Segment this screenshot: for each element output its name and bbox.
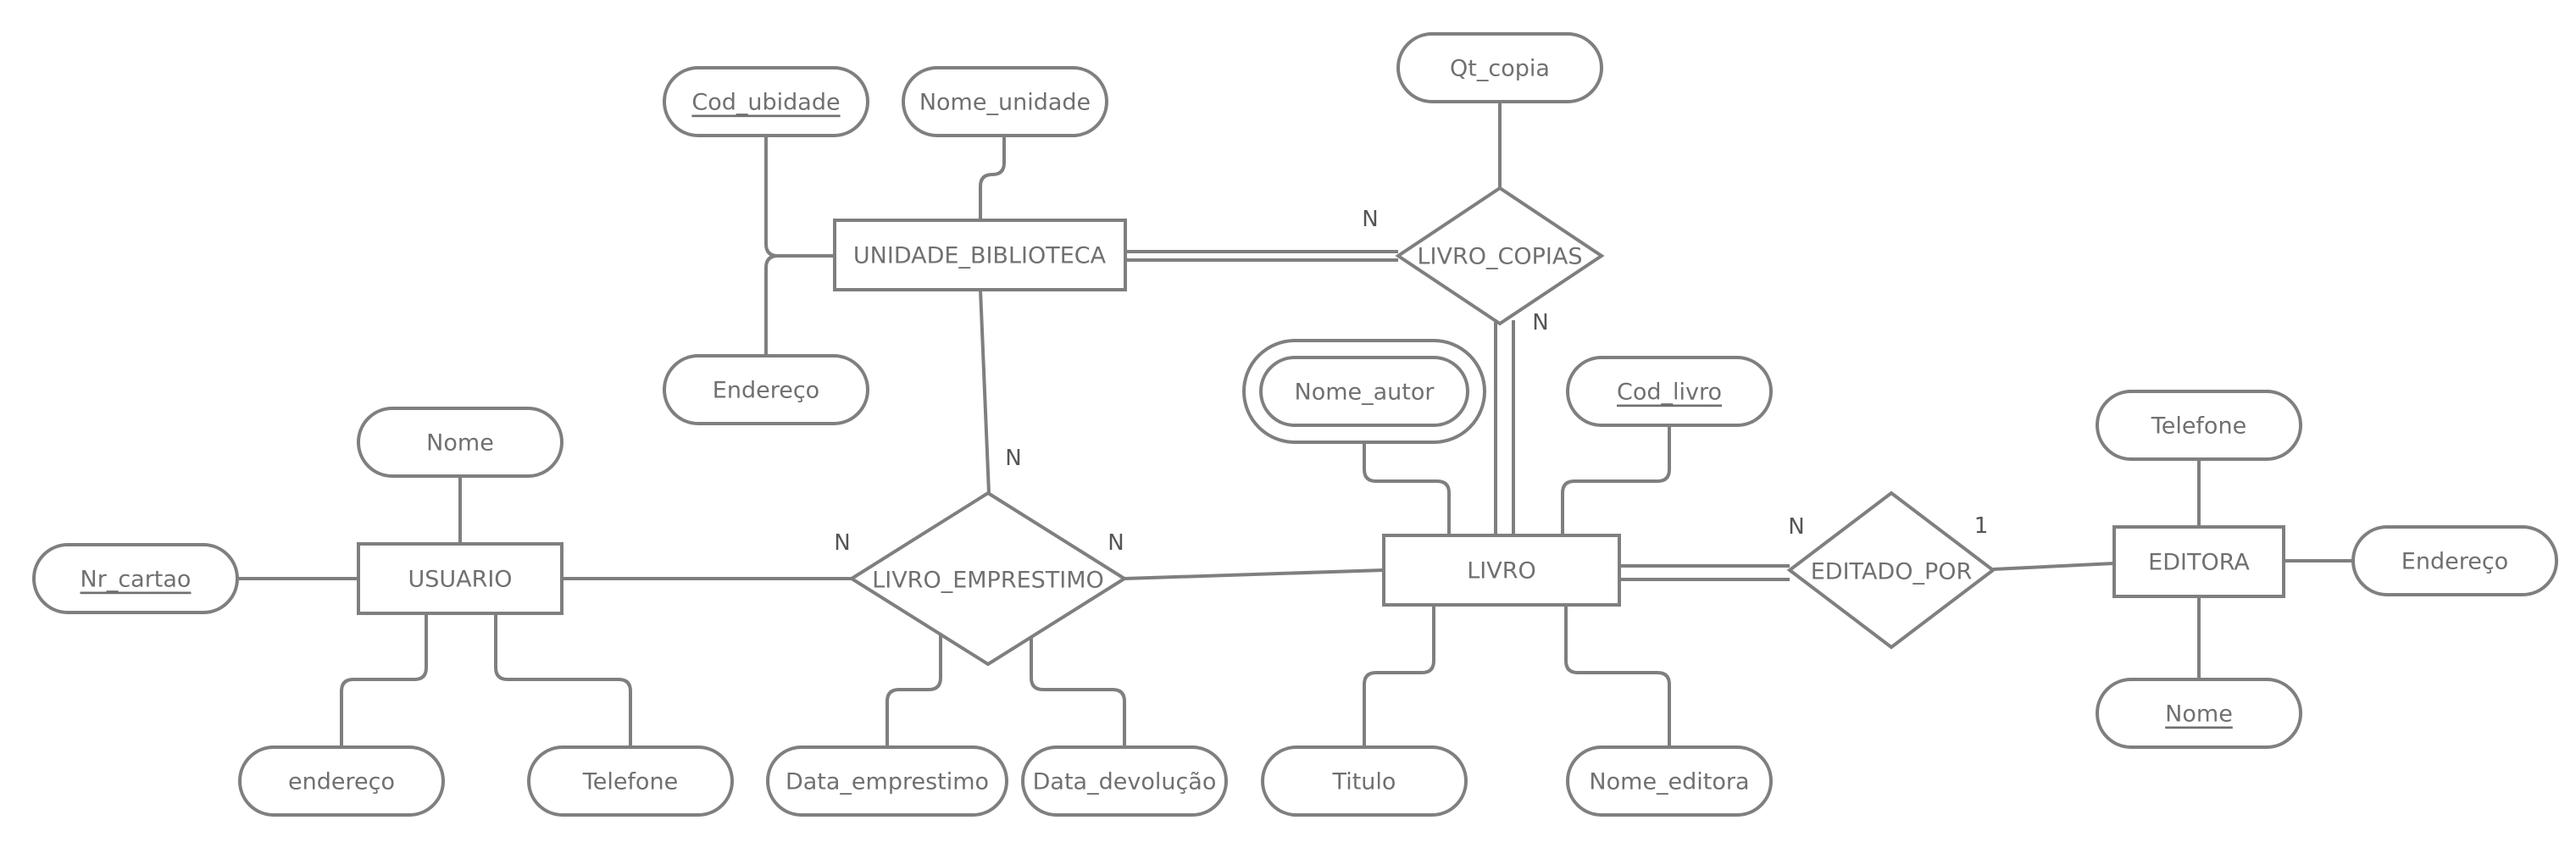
edge-cod-livro-livro: [1561, 425, 1671, 535]
connectors: [237, 102, 2353, 747]
attribute-endereco-unidade[interactable]: Endereço: [663, 354, 869, 425]
relationship-label: LIVRO_COPIAS: [1418, 244, 1583, 270]
edge-nome-editora-livro: [1564, 605, 1671, 747]
entity-label: LIVRO: [1467, 558, 1536, 585]
cardinality-emprestimo-livro: N: [1108, 530, 1124, 556]
attribute-titulo[interactable]: Titulo: [1261, 745, 1468, 817]
edge-cod-ubidade-unidade: [764, 136, 835, 258]
attribute-label: Endereço: [2401, 549, 2508, 575]
attribute-data-devolucao[interactable]: Data_devolução: [1021, 745, 1228, 817]
attribute-label: Nome_editora: [1589, 769, 1749, 795]
cardinality-emprestimo-usuario: N: [834, 530, 850, 556]
relationship-label: EDITADO_POR: [1811, 559, 1973, 585]
entity-unidade-biblioteca[interactable]: UNIDADE_BIBLIOTECA: [833, 219, 1127, 291]
attribute-label: Nome_unidade: [919, 90, 1091, 116]
edge-titulo-livro: [1363, 605, 1435, 747]
entity-livro[interactable]: LIVRO: [1382, 534, 1621, 607]
key-attribute-label: Cod_ubidade: [691, 90, 840, 116]
edge-editado-por-editora: [1992, 562, 2115, 571]
attribute-label: Nome: [426, 430, 494, 457]
attribute-telefone-usuario[interactable]: Telefone: [527, 745, 734, 817]
relationship-livro-copias[interactable]: LIVRO_COPIAS: [1395, 186, 1605, 326]
attribute-endereco-usuario[interactable]: endereço: [238, 745, 445, 817]
attribute-label: Qt_copia: [1450, 56, 1550, 82]
relationship-label: LIVRO_EMPRESTIMO: [872, 568, 1104, 594]
cardinality-editado-livro: N: [1788, 514, 1804, 540]
attribute-label: Data_devolução: [1033, 769, 1217, 795]
attribute-label: Nome_autor: [1295, 380, 1435, 406]
cardinalities: N N N N N N 1: [834, 207, 1988, 556]
attribute-cod-livro[interactable]: Cod_livro: [1566, 356, 1773, 427]
attribute-label: Data_emprestimo: [786, 769, 989, 795]
relationship-livro-emprestimo[interactable]: LIVRO_EMPRESTIMO: [848, 491, 1128, 667]
attribute-label: Titulo: [1332, 769, 1396, 795]
entity-editora[interactable]: EDITORA: [2112, 525, 2285, 598]
entity-label: EDITORA: [2148, 550, 2250, 576]
edge-endereco-usuario: [340, 613, 428, 747]
entity-label: USUARIO: [408, 567, 512, 593]
attribute-nome-editora[interactable]: Nome_editora: [1566, 745, 1773, 817]
attribute-cod-ubidade[interactable]: Cod_ubidade: [663, 66, 869, 137]
key-attribute-label: Nome: [2165, 701, 2233, 728]
edge-unidade-livro-copias: [1125, 250, 1398, 262]
attribute-telefone-editora[interactable]: Telefone: [2096, 390, 2302, 461]
edge-livro-editado-por: [1619, 564, 1790, 581]
attribute-nome-usuario[interactable]: Nome: [357, 407, 564, 478]
key-attribute-label: Cod_livro: [1617, 380, 1722, 406]
edge-unidade-livro-emprestimo: [979, 289, 991, 494]
edge-livro-copias-livro: [1494, 320, 1515, 535]
edge-nome-unidade-unidade: [979, 136, 1006, 220]
relationship-editado-por[interactable]: EDITADO_POR: [1786, 491, 1996, 650]
entity-usuario[interactable]: USUARIO: [357, 542, 564, 615]
attribute-qt-copia[interactable]: Qt_copia: [1396, 32, 1603, 103]
attribute-label: endereço: [288, 769, 395, 795]
cardinality-emprestimo-unidade: N: [1005, 446, 1021, 471]
attribute-label: Telefone: [2151, 413, 2246, 440]
cardinality-copias-livro: N: [1532, 310, 1548, 335]
attribute-nome-autor-multivalued[interactable]: Nome_autor: [1242, 339, 1486, 444]
attribute-label: Endereço: [713, 378, 819, 404]
attribute-data-emprestimo[interactable]: Data_emprestimo: [766, 745, 1008, 817]
attribute-nome-unidade[interactable]: Nome_unidade: [902, 66, 1108, 137]
attribute-nome-editora-key[interactable]: Nome: [2096, 678, 2302, 749]
attribute-label: Telefone: [582, 769, 678, 795]
edge-endereco-unidade: [764, 254, 779, 356]
entity-label: UNIDADE_BIBLIOTECA: [853, 243, 1107, 269]
cardinality-copias-unidade: N: [1362, 207, 1378, 232]
key-attribute-label: Nr_cartao: [80, 567, 192, 593]
attribute-nr-cartao[interactable]: Nr_cartao: [32, 543, 239, 614]
edge-telefone-usuario: [494, 613, 632, 747]
edge-nome-autor-livro: [1363, 442, 1451, 535]
attribute-endereco-editora[interactable]: Endereço: [2351, 525, 2558, 596]
edge-data-devolucao: [1030, 629, 1126, 747]
edge-data-emprestimo: [886, 634, 942, 747]
cardinality-editado-editora: 1: [1974, 513, 1989, 539]
edge-livro-emprestimo-livro: [1124, 568, 1385, 580]
